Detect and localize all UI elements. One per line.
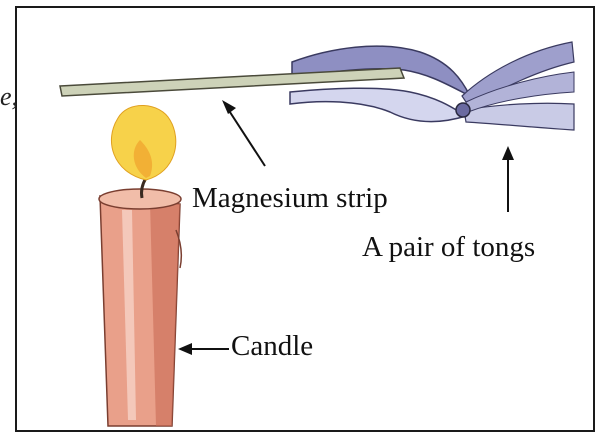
candle-top <box>99 189 181 209</box>
tongs-pivot-icon <box>456 103 470 117</box>
candle-pointer-arrow <box>178 343 229 355</box>
magnesium-pointer-arrow <box>222 100 265 166</box>
flame-icon <box>111 105 175 180</box>
tongs <box>290 42 574 130</box>
tongs-lower-jaw <box>290 88 466 121</box>
label-candle: Candle <box>231 332 313 361</box>
label-magnesium-strip: Magnesium strip <box>192 184 388 213</box>
label-tongs: A pair of tongs <box>362 233 535 262</box>
tongs-pointer-arrow <box>502 146 514 212</box>
candle <box>99 178 181 426</box>
